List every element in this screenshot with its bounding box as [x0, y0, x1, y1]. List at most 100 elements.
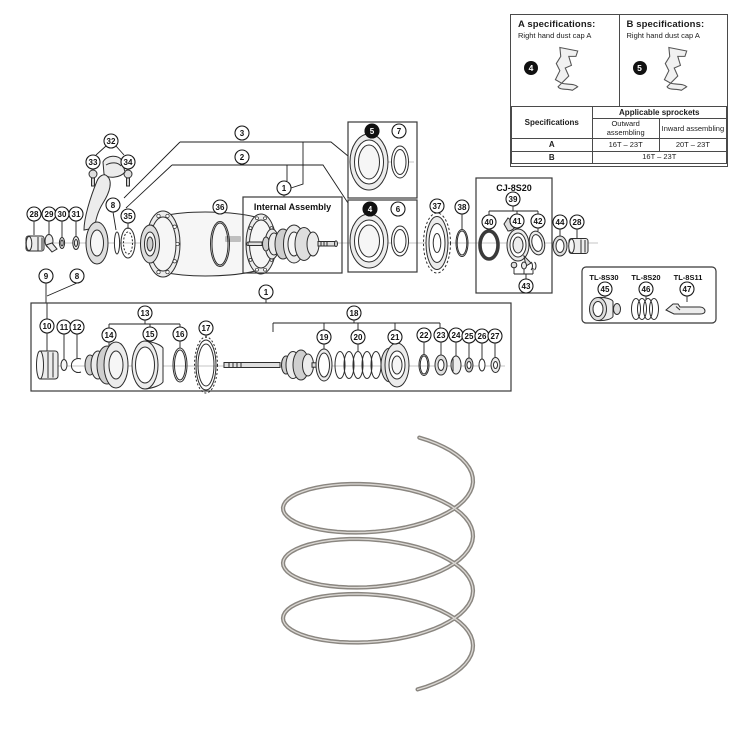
- col-applicable-sprockets: Applicable sprockets: [591, 105, 728, 120]
- svg-text:33: 33: [89, 158, 98, 167]
- svg-text:10: 10: [43, 322, 52, 331]
- cassette-joint-title: CJ-8S20: [496, 183, 532, 193]
- small-cone-parts: [418, 354, 501, 376]
- row-b-label: B: [511, 150, 593, 164]
- svg-text:2: 2: [240, 153, 245, 162]
- svg-text:6: 6: [396, 205, 401, 214]
- callout-2: 2: [234, 149, 250, 165]
- callout-1: 1: [276, 180, 292, 196]
- internal-assembly-title: Internal Assembly: [254, 202, 331, 212]
- brake-lever-arm: [83, 174, 136, 265]
- dustcap-box-b: [347, 121, 418, 199]
- callout-23: 23: [433, 327, 449, 343]
- gear-cup-15: [131, 340, 164, 390]
- callout-9: 9: [38, 268, 54, 284]
- callout-5: 5: [364, 123, 380, 139]
- col-specifications: Specifications: [511, 105, 593, 140]
- spring-tool: [631, 298, 659, 320]
- svg-text:41: 41: [513, 217, 522, 226]
- callout-7: 7: [391, 123, 407, 139]
- svg-text:29: 29: [45, 210, 54, 219]
- callout-34: 34: [120, 154, 136, 170]
- svg-text:28: 28: [573, 218, 582, 227]
- spring-wire: [280, 435, 476, 692]
- svg-text:31: 31: [72, 210, 81, 219]
- callout-27: 27: [487, 328, 503, 344]
- svg-text:8: 8: [111, 201, 116, 210]
- ring-gear-17: [194, 336, 218, 394]
- callout-8: 8: [69, 268, 85, 284]
- row-a-inward: 20T – 23T: [658, 138, 728, 152]
- svg-text:23: 23: [437, 331, 446, 340]
- svg-text:4: 4: [368, 205, 373, 214]
- svg-text:1: 1: [264, 288, 269, 297]
- dustcap-box-a: [347, 199, 418, 273]
- svg-text:11: 11: [60, 323, 69, 332]
- callout-5-badge: 5: [632, 61, 647, 75]
- callout-20: 20: [350, 329, 366, 345]
- svg-text:47: 47: [683, 285, 692, 294]
- callout-19: 19: [316, 329, 332, 345]
- sprocket-spec-table: Specifications Applicable sprockets Outw…: [511, 105, 728, 164]
- callout-33: 33: [85, 154, 101, 170]
- svg-text:17: 17: [202, 324, 211, 333]
- svg-text:38: 38: [458, 203, 467, 212]
- callout-3: 3: [234, 125, 250, 141]
- svg-text:42: 42: [534, 217, 543, 226]
- callout-31: 31: [68, 206, 84, 222]
- clamp-bolt-parts: [88, 155, 133, 187]
- svg-text:5: 5: [370, 127, 375, 136]
- lockring-tool: [589, 296, 621, 322]
- callout-46: 46: [638, 281, 654, 297]
- svg-text:20: 20: [354, 333, 363, 342]
- callout-29: 29: [41, 206, 57, 222]
- callout-26: 26: [474, 328, 490, 344]
- table-row-a: A 16T – 23T 20T – 23T: [511, 138, 728, 152]
- spec-b-subtitle: Right hand dust cap A: [626, 31, 700, 40]
- svg-text:14: 14: [105, 331, 114, 340]
- col-inward: Inward assembling: [658, 118, 728, 140]
- svg-text:37: 37: [433, 202, 442, 211]
- callout-6: 6: [390, 201, 406, 217]
- svg-text:7: 7: [397, 127, 402, 136]
- svg-text:26: 26: [478, 332, 487, 341]
- callout-38: 38: [454, 199, 470, 215]
- callout-10: 10: [39, 318, 55, 334]
- coil-spring-photo: [280, 435, 476, 692]
- spec-a-subtitle: Right hand dust cap A: [518, 31, 592, 40]
- spec-a-title: A specifications:: [518, 19, 596, 30]
- washer-11: [60, 359, 68, 371]
- callout-28: 28: [26, 206, 42, 222]
- callout-11: 11: [56, 319, 72, 335]
- svg-text:43: 43: [522, 282, 531, 291]
- svg-text:9: 9: [44, 272, 49, 281]
- coil-springs-20: [334, 351, 382, 379]
- svg-text:15: 15: [146, 330, 155, 339]
- svg-text:30: 30: [58, 210, 67, 219]
- callout-45: 45: [597, 281, 613, 297]
- callout-16: 16: [172, 326, 188, 342]
- lockring-10: [36, 350, 59, 380]
- row-a-outward: 16T – 23T: [591, 138, 660, 152]
- callout-42: 42: [530, 213, 546, 229]
- right-cone-and-nut: [552, 235, 589, 257]
- seal-ring-16: [172, 347, 188, 383]
- svg-text:19: 19: [320, 333, 329, 342]
- callout-40: 40: [481, 214, 497, 230]
- tool-label-tl8s20: TL-8S20: [631, 273, 660, 282]
- seal-ring-36: [210, 221, 230, 267]
- callout-35: 35: [120, 208, 136, 224]
- notched-ring-19: [315, 348, 333, 382]
- callout-18: 18: [346, 305, 362, 321]
- callout-37: 37: [429, 198, 445, 214]
- hub-axle-assembly: [223, 349, 323, 381]
- snap-ring-12: [70, 358, 82, 373]
- svg-text:27: 27: [491, 332, 500, 341]
- callout-32: 32: [103, 133, 119, 149]
- svg-text:35: 35: [124, 212, 133, 221]
- callout-4-badge: 4: [524, 61, 538, 75]
- callout-36: 36: [212, 199, 228, 215]
- specifications-panel: A specifications: Right hand dust cap A …: [510, 14, 728, 167]
- svg-text:36: 36: [216, 203, 225, 212]
- svg-text:45: 45: [601, 285, 610, 294]
